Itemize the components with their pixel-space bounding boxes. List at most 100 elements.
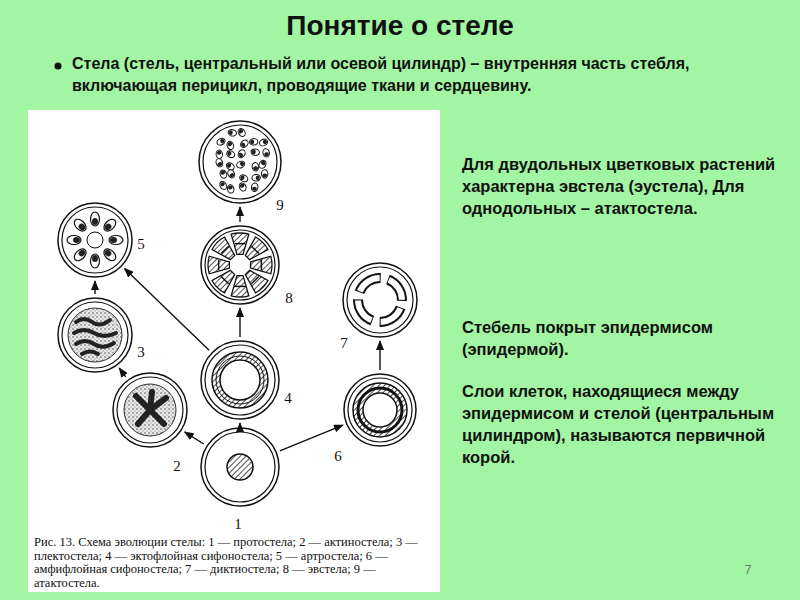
- siphonostele-ring: [212, 352, 268, 408]
- bundle-xylem: [227, 141, 233, 146]
- circle-outline: [57, 202, 133, 278]
- bundle-xylem: [238, 152, 244, 158]
- bundle-outline: [261, 170, 268, 179]
- outer-ring: [199, 121, 281, 203]
- inner-ring: [62, 302, 128, 368]
- protostele-core: [227, 454, 253, 480]
- callout-number: 5: [137, 237, 145, 252]
- artrostele-bundle: [109, 236, 123, 245]
- bundle-outline: [102, 217, 118, 233]
- bundle-outline: [251, 183, 259, 192]
- atactostele-bundle: [239, 174, 249, 184]
- bundle-xylem: [262, 173, 267, 177]
- atactostele-bundle: [238, 182, 247, 192]
- atactostele-bundle: [218, 180, 228, 190]
- bundle-outline: [258, 138, 268, 147]
- atactostele-bundle: [219, 169, 228, 179]
- atactostele-bundle: [227, 184, 235, 193]
- bundle-outline: [239, 139, 250, 149]
- outer-ring: [201, 341, 279, 419]
- bundle-outline: [239, 174, 249, 184]
- bundle-xylem: [256, 175, 260, 180]
- bundle-xylem: [228, 130, 233, 135]
- amphiphloic-ring: [353, 383, 407, 437]
- bundle-xylem: [250, 139, 254, 144]
- atactostele-bundle: [249, 138, 258, 145]
- bundle-outline: [237, 127, 247, 138]
- page-number: 7: [736, 562, 760, 577]
- inner-ring: [205, 230, 275, 300]
- bundle-outline: [227, 184, 235, 193]
- atactostele-bundle: [228, 129, 237, 137]
- stele-circle: 2: [112, 372, 188, 448]
- bundle-xylem: [220, 170, 226, 175]
- bundle-outline: [72, 247, 88, 263]
- stele-circle: 8: [200, 225, 280, 305]
- bundle-xylem: [77, 222, 86, 231]
- evolution-arrow: [124, 268, 209, 350]
- stele-circle: 7: [342, 262, 418, 338]
- dictyostele-strands: [352, 272, 408, 328]
- evolution-arrow: [239, 308, 240, 337]
- bundle-xylem: [252, 186, 257, 191]
- stele-circle: 1: [200, 427, 280, 507]
- artrostele-bundle: [72, 217, 88, 233]
- outer-ring: [344, 374, 416, 446]
- bundle-xylem: [238, 128, 244, 134]
- bundle-xylem: [264, 152, 270, 157]
- bundle-outline: [91, 212, 100, 226]
- bundle-xylem: [103, 222, 112, 231]
- artrostele-bundle: [91, 254, 100, 268]
- bundle-xylem: [226, 162, 232, 168]
- stele-circle: 5: [57, 202, 133, 278]
- callout-number: 6: [334, 449, 342, 464]
- outer-ring: [201, 226, 279, 304]
- bundle-outline: [226, 140, 235, 150]
- stele-circle: 4: [200, 340, 280, 420]
- bundle-xylem: [92, 218, 98, 225]
- atactostele-bundle: [261, 170, 268, 179]
- evolution-arrow: [185, 432, 204, 444]
- bundle-outline: [216, 150, 223, 159]
- artrostele-bundle: [91, 212, 100, 226]
- slide-title: Понятие о стеле: [0, 10, 800, 42]
- bundle-outline: [251, 162, 259, 171]
- bundle-outline: [219, 169, 228, 179]
- bundle-xylem: [239, 183, 245, 189]
- artrostele-bundle: [102, 247, 118, 263]
- circle-outline: [200, 340, 280, 420]
- outer-ring: [113, 373, 187, 447]
- atactostele-bundle: [258, 159, 268, 169]
- cambium-line: [235, 286, 245, 288]
- note-text: Для двудольных цветковых растений характ…: [462, 153, 792, 219]
- bundle-outline: [238, 182, 247, 192]
- circle-outline: [200, 225, 280, 305]
- inner-ring: [205, 345, 275, 415]
- circle-outline: [112, 372, 188, 448]
- atactostele-bundle: [251, 162, 259, 171]
- bundle-outline: [218, 180, 228, 190]
- stele-circle: 9: [198, 120, 282, 204]
- callout-number: 9: [276, 198, 284, 213]
- cambium-line: [218, 260, 220, 270]
- actinostele-core: [124, 384, 176, 436]
- bundle-xylem: [217, 151, 222, 155]
- bundle-outline: [258, 159, 268, 169]
- atactostele-bundle: [216, 150, 223, 159]
- bundle-xylem: [217, 161, 223, 167]
- bundle-outline: [102, 247, 118, 263]
- inner-ring: [62, 207, 128, 273]
- eustele-bundle: [231, 233, 249, 254]
- callout-number: 2: [173, 459, 181, 474]
- bundles: [67, 127, 272, 297]
- eustele-bundle: [251, 256, 272, 274]
- evolution-arrow: [119, 368, 126, 377]
- evolution-arrow: [239, 423, 240, 424]
- bundle-xylem: [260, 160, 266, 166]
- cambium-line: [261, 260, 263, 270]
- bundle-outline: [67, 236, 81, 245]
- bundle-xylem: [219, 138, 225, 144]
- atactostele-bundle: [239, 139, 250, 149]
- atactostele-bundle: [251, 148, 260, 155]
- artrostele-bundle: [72, 247, 88, 263]
